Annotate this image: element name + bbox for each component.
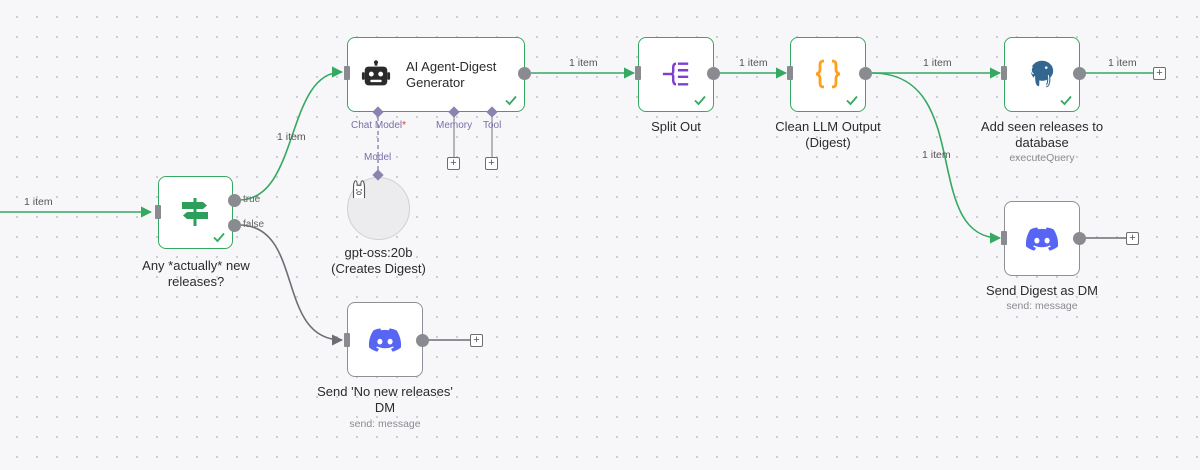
if-input-port[interactable] <box>155 205 161 219</box>
clean-output-node[interactable] <box>790 37 866 112</box>
checkmark-icon <box>1060 95 1072 106</box>
edge-label-split-clean: 1 item <box>739 57 768 69</box>
postgres-input-port[interactable] <box>1001 66 1007 80</box>
split-output-port[interactable] <box>707 67 720 80</box>
add-after-send-digest-button[interactable]: + <box>1126 232 1139 245</box>
postgres-node-sublabel: executeQuery <box>1009 152 1075 164</box>
send-digest-sublabel: send: message <box>1006 300 1078 312</box>
checkmark-icon <box>213 232 225 243</box>
if-true-label: true <box>243 194 261 205</box>
edge-label-input: 1 item <box>24 196 53 208</box>
add-after-send-no-new-button[interactable]: + <box>470 334 483 347</box>
edge-false-to-send-none <box>238 224 344 346</box>
edge-label-clean-send: 1 item <box>922 149 951 161</box>
send-no-new-input-port[interactable] <box>344 333 350 347</box>
model-node[interactable] <box>347 177 410 240</box>
send-digest-input-port[interactable] <box>1001 231 1007 245</box>
postgres-node-label: Add seen releases to database <box>980 119 1104 150</box>
if-node-label: Any *actually* new releases? <box>142 258 250 289</box>
model-connector-label: Model <box>364 152 392 163</box>
clean-output-label: Clean LLM Output (Digest) <box>775 119 881 150</box>
edge-clean-to-send-digest <box>871 72 1002 244</box>
if-false-label: false <box>243 219 265 230</box>
checkmark-icon <box>694 95 706 106</box>
checkmark-icon <box>846 95 858 106</box>
if-false-port[interactable] <box>228 219 241 232</box>
if-node[interactable] <box>158 176 233 249</box>
split-out-node[interactable] <box>638 37 714 112</box>
model-node-label: gpt-oss:20b (Creates Digest) <box>331 245 426 276</box>
send-no-new-sublabel: send: message <box>349 418 421 430</box>
signpost-icon <box>182 198 208 226</box>
clean-output-port[interactable] <box>859 67 872 80</box>
split-out-label: Split Out <box>651 119 701 134</box>
split-input-port[interactable] <box>635 66 641 80</box>
send-no-new-node[interactable] <box>347 302 423 377</box>
postgres-node[interactable] <box>1004 37 1080 112</box>
tool-port-label: Tool <box>483 120 502 131</box>
memory-port-label: Memory <box>436 120 473 131</box>
ollama-llama-icon <box>352 180 366 199</box>
agent-output-port[interactable] <box>518 67 531 80</box>
discord-icon <box>1025 227 1059 251</box>
edge-true-to-agent <box>238 66 344 201</box>
ai-agent-node[interactable]: AI Agent-Digest Generator <box>347 37 525 112</box>
discord-icon <box>368 328 402 352</box>
send-digest-output-port[interactable] <box>1073 232 1086 245</box>
code-braces-icon <box>815 59 841 89</box>
postgres-elephant-icon <box>1029 59 1055 88</box>
edge-label-clean-db: 1 item <box>923 57 952 69</box>
checkmark-icon <box>505 95 517 106</box>
add-tool-button[interactable]: + <box>485 157 498 170</box>
edge-label-true: 1 item <box>277 131 306 143</box>
if-true-port[interactable] <box>228 194 241 207</box>
robot-icon <box>361 60 391 86</box>
clean-input-port[interactable] <box>787 66 793 80</box>
agent-input-port[interactable] <box>344 66 350 80</box>
add-after-postgres-button[interactable]: + <box>1153 67 1166 80</box>
ai-agent-label: AI Agent-Digest Generator <box>406 59 497 90</box>
send-digest-node[interactable] <box>1004 201 1080 276</box>
split-out-icon <box>662 62 689 86</box>
edge-label-agent-split: 1 item <box>569 57 598 69</box>
send-digest-label: Send Digest as DM <box>986 283 1098 298</box>
add-memory-button[interactable]: + <box>447 157 460 170</box>
send-no-new-label: Send 'No new releases' DM <box>317 384 453 415</box>
postgres-output-port[interactable] <box>1073 67 1086 80</box>
chat-model-port-label: Chat Model* <box>351 120 407 131</box>
send-no-new-output-port[interactable] <box>416 334 429 347</box>
edge-label-db-out: 1 item <box>1108 57 1137 69</box>
